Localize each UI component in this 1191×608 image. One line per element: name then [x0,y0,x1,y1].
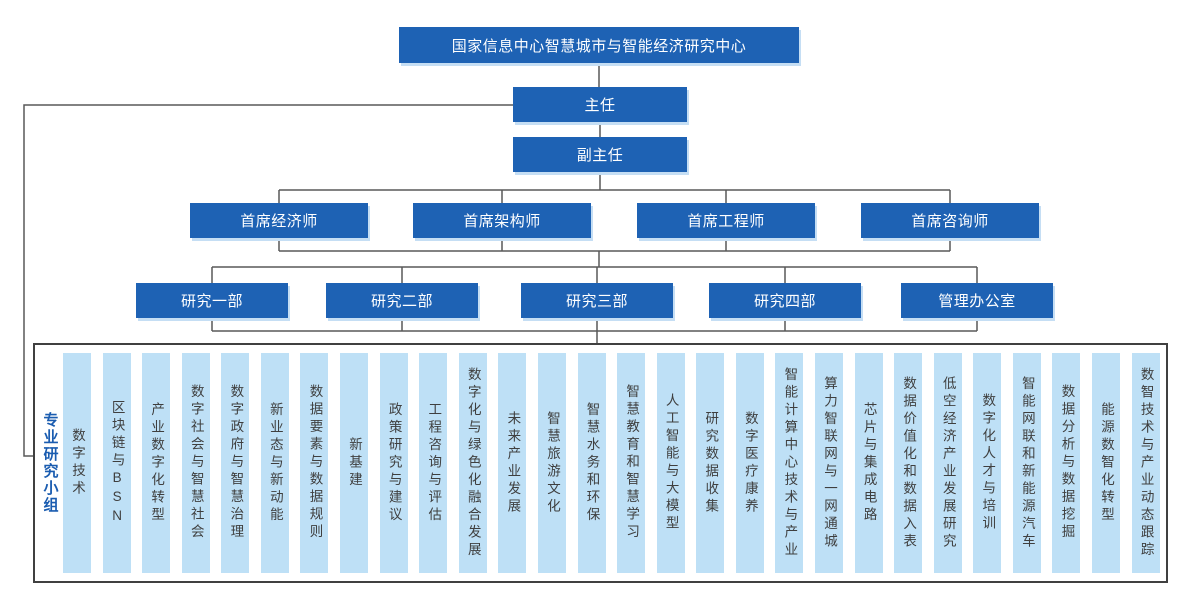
research-team-list: 数字技术 区块链与BSN 产业数字化转型 数字社会与智慧社会 数字政府与智慧治理… [63,353,1160,573]
research-team-label: 政策研究与建议 [386,401,402,525]
node-deputy-director: 副主任 [513,137,687,172]
node-root-center: 国家信息中心智慧城市与智能经济研究中心 [399,27,799,63]
research-team-label: 数智技术与产业动态跟踪 [1138,366,1154,560]
research-team-label: 区块链与BSN [109,399,125,527]
research-team: 数字化人才与培训 [973,353,1002,573]
research-team-label: 产业数字化转型 [149,401,165,525]
research-team: 低空经济产业发展研究 [933,353,962,573]
research-team: 智能计算中心技术与产业 [775,353,804,573]
node-admin-office: 管理办公室 [901,283,1053,318]
research-group-title-text: 专业研究小组 [41,412,59,514]
research-team: 工程咨询与评估 [419,353,448,573]
research-team-label: 智慧水务和环保 [584,401,600,525]
research-team-label: 智慧教育和智慧学习 [624,384,640,542]
research-team-label: 数字医疗康养 [742,410,758,516]
research-team: 数字医疗康养 [735,353,764,573]
research-team: 数字技术 [63,353,91,573]
research-team: 智慧教育和智慧学习 [617,353,646,573]
research-team-label: 新基建 [347,436,363,490]
research-team: 算力智联网与一网通城 [814,353,843,573]
research-team: 政策研究与建议 [379,353,408,573]
node-research-dept-4: 研究四部 [709,283,861,318]
research-group-title: 专业研究小组 [37,345,63,581]
research-team-label: 低空经济产业发展研究 [940,375,956,551]
research-team-label: 新业态与新动能 [267,401,283,525]
research-team-label: 数据分析与数据挖掘 [1059,384,1075,542]
node-research-dept-2: 研究二部 [326,283,478,318]
research-team: 新基建 [340,353,369,573]
research-team: 研究数据收集 [696,353,725,573]
research-team: 数字社会与智慧社会 [181,353,210,573]
research-team-label: 未来产业发展 [505,410,521,516]
node-chief-economist: 首席经济师 [190,203,368,238]
research-team: 产业数字化转型 [142,353,171,573]
research-team-label: 数字技术 [70,428,85,498]
node-chief-consultant: 首席咨询师 [861,203,1039,238]
research-team: 智慧旅游文化 [537,353,566,573]
node-chief-architect: 首席架构师 [413,203,591,238]
research-team: 区块链与BSN [102,353,131,573]
node-chief-engineer: 首席工程师 [637,203,815,238]
research-team-label: 智能计算中心技术与产业 [782,366,798,560]
node-research-dept-3: 研究三部 [521,283,673,318]
research-team-label: 数字化人才与培训 [980,393,996,533]
research-team-label: 智慧旅游文化 [544,410,560,516]
research-team: 数据价值化和数据入表 [894,353,923,573]
research-team: 数据要素与数据规则 [300,353,329,573]
research-team-label: 数据价值化和数据入表 [901,375,917,551]
research-team: 数字化与绿色化融合发展 [458,353,487,573]
research-team-label: 能源数智化转型 [1099,401,1115,525]
research-team-label: 智能网联和新能源汽车 [1019,375,1035,551]
research-team: 数智技术与产业动态跟踪 [1131,353,1160,573]
research-team: 智能网联和新能源汽车 [1012,353,1041,573]
research-team: 人工智能与大模型 [656,353,685,573]
research-team: 新业态与新动能 [260,353,289,573]
research-team-label: 数字化与绿色化融合发展 [465,366,481,560]
research-team-label: 数字社会与智慧社会 [188,384,204,542]
research-groups-container: 专业研究小组 数字技术 区块链与BSN 产业数字化转型 数字社会与智慧社会 数字… [33,343,1168,583]
node-director: 主任 [513,87,687,122]
research-team: 未来产业发展 [498,353,527,573]
research-team-label: 数据要素与数据规则 [307,384,323,542]
node-research-dept-1: 研究一部 [136,283,288,318]
research-team: 数字政府与智慧治理 [221,353,250,573]
research-team-label: 研究数据收集 [703,410,719,516]
research-team-label: 数字政府与智慧治理 [228,384,244,542]
research-team: 数据分析与数据挖掘 [1052,353,1081,573]
research-team: 能源数智化转型 [1092,353,1121,573]
research-team-label: 芯片与集成电路 [861,401,877,525]
research-team-label: 工程咨询与评估 [426,401,442,525]
research-team: 芯片与集成电路 [854,353,883,573]
research-team: 智慧水务和环保 [577,353,606,573]
research-team-label: 算力智联网与一网通城 [821,375,837,551]
research-team-label: 人工智能与大模型 [663,393,679,533]
